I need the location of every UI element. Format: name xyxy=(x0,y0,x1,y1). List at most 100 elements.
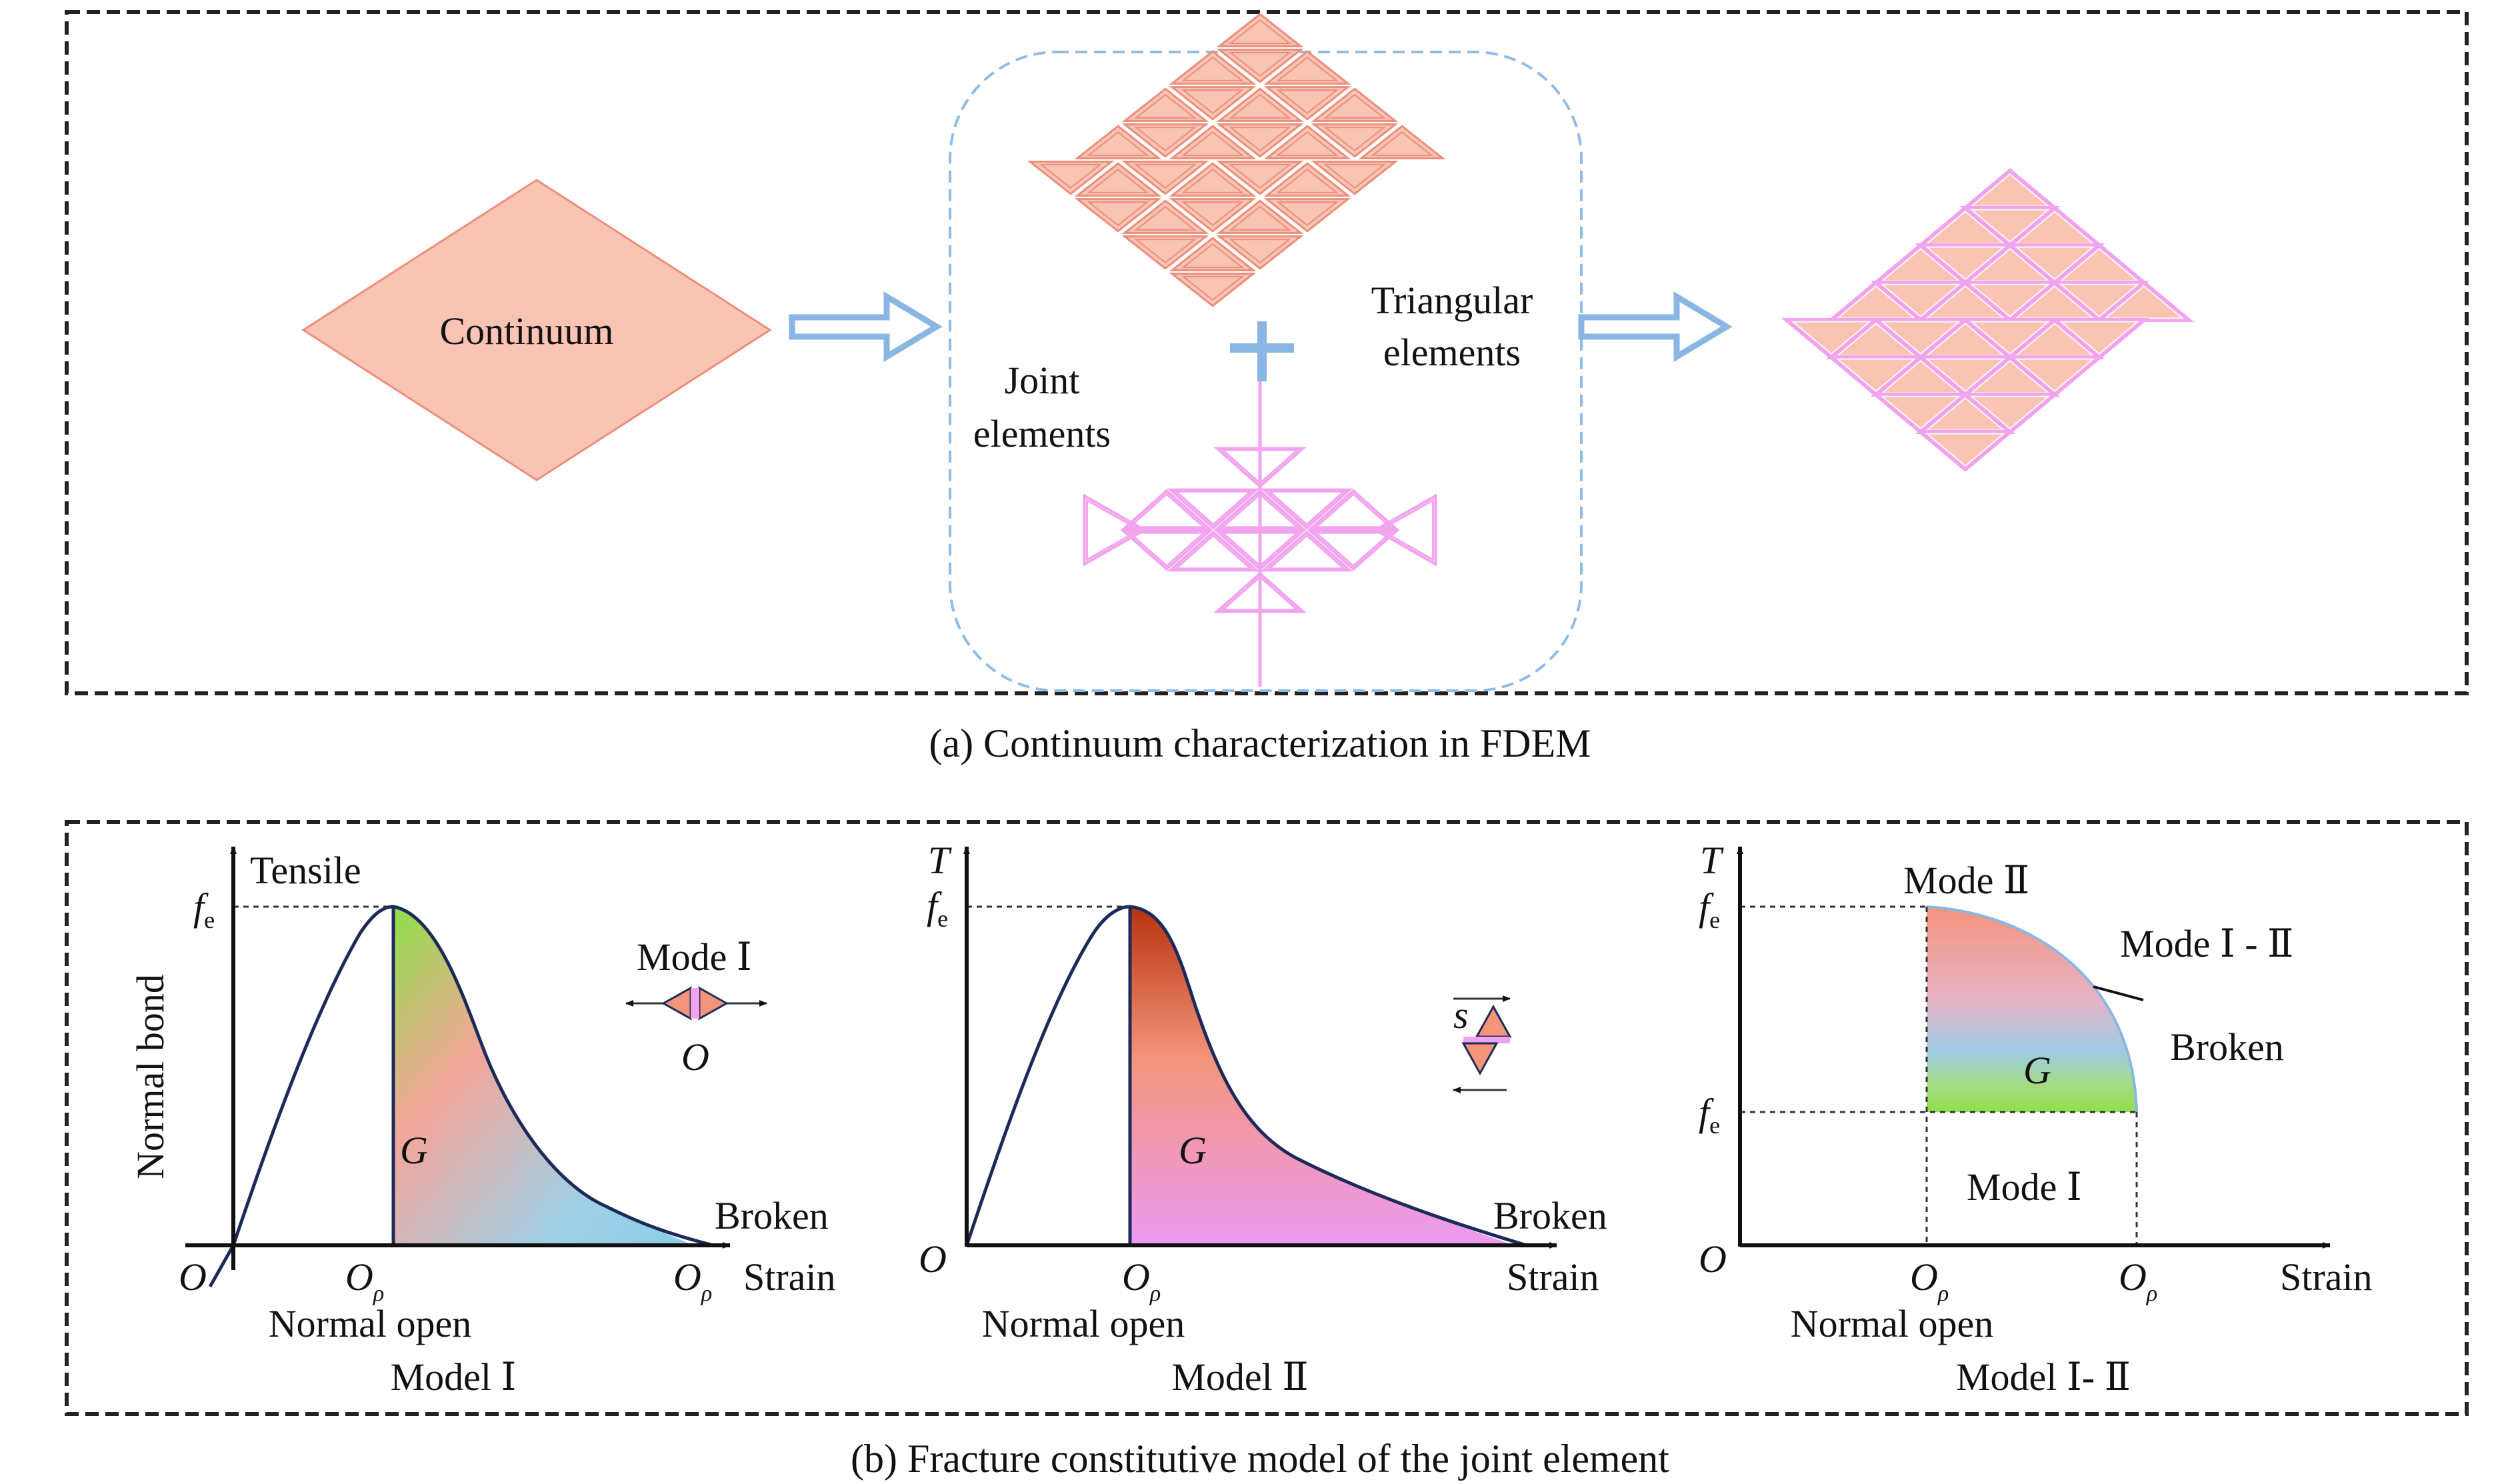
origin-label-1: O xyxy=(179,1255,207,1299)
joint-element-inner xyxy=(1127,493,1207,529)
op2-label-3: Oρ xyxy=(2119,1255,2157,1306)
joint-element xyxy=(1083,493,1147,567)
broken-label-3: Broken xyxy=(2170,1025,2284,1069)
joint-label-1: Joint xyxy=(1005,359,1080,402)
joint-element xyxy=(1120,529,1213,571)
plot-model-1: Tensile fe Normal bond O Oρ Oρ Strain Br… xyxy=(129,846,836,1399)
triangular-element-inner xyxy=(1181,131,1244,156)
combined-element xyxy=(1959,393,2061,435)
joint-element-inner xyxy=(1086,498,1141,562)
joint-element xyxy=(1120,489,1213,531)
combined-element-joint xyxy=(1969,395,2051,430)
op1-label-3: Oρ xyxy=(1910,1255,1949,1306)
stress-curve-2 xyxy=(965,905,1527,1247)
triangular-element-inner xyxy=(1276,168,1339,193)
triangular-element-inner xyxy=(1276,89,1339,115)
combined-element-joint xyxy=(2059,283,2140,318)
joint-element-inner xyxy=(1313,493,1393,529)
t-label-3: T xyxy=(1700,839,1724,882)
triangular-element-inner xyxy=(1181,276,1244,301)
plot-model-1-2: T fe fe O Oρ Oρ Strain Mode Ⅱ Mode Ⅰ - Ⅱ… xyxy=(1699,839,2373,1399)
triangular-element-inner xyxy=(1181,201,1244,227)
triangular-element-inner xyxy=(1371,131,1433,156)
triangular-element-inner xyxy=(1134,93,1197,119)
strain-label-3: Strain xyxy=(2280,1255,2373,1299)
op-label-2: Oρ xyxy=(1122,1255,1161,1306)
hollow-arrow-2 xyxy=(1578,291,1733,362)
combined-element-joint xyxy=(1880,395,1961,430)
g-label-2: G xyxy=(1179,1129,1207,1172)
combined-element-joint xyxy=(1880,321,1961,355)
origin-label-2: O xyxy=(919,1237,947,1281)
tensile-label: Tensile xyxy=(250,849,361,892)
hollow-arrow-1 xyxy=(789,291,943,362)
panel-b-frame xyxy=(65,820,2469,1416)
combined-element-joint xyxy=(1969,209,2051,243)
triangular-element-inner xyxy=(1229,164,1291,189)
joint-element xyxy=(1307,529,1400,571)
triangular-element-inner xyxy=(1229,19,1291,44)
mode-label-1: Mode Ⅰ xyxy=(637,935,752,979)
joint-element xyxy=(1260,488,1353,530)
fe-bottom-label: fe xyxy=(1699,1091,1720,1139)
fe-label-1: fe xyxy=(193,885,215,933)
combined-element xyxy=(1915,430,2016,472)
combined-element-joint xyxy=(1880,283,1961,318)
mode-1-2-leader xyxy=(2093,985,2144,1001)
op-label-1b: Oρ xyxy=(673,1255,712,1306)
triangular-element-inner xyxy=(1229,127,1291,152)
joint-label-2: elements xyxy=(973,412,1111,455)
broken-label-1: Broken xyxy=(715,1194,829,1237)
combined-element xyxy=(1959,168,2061,210)
panel-b-caption: (b) Fracture constitutive model of the j… xyxy=(851,1437,1669,1481)
triangular-element-inner xyxy=(1087,201,1149,227)
combined-element-joint xyxy=(2014,246,2095,281)
fe-top-label: fe xyxy=(1699,885,1720,933)
joint-element xyxy=(1167,488,1260,530)
normal-open-label-3: Normal open xyxy=(1791,1302,1993,1345)
plot-model-2: T fe O Oρ Strain Broken G s Normal open … xyxy=(919,839,1607,1399)
t-label-2: T xyxy=(928,839,952,882)
strain-label-1: Strain xyxy=(743,1255,836,1299)
fe-label-2: fe xyxy=(927,884,948,932)
triangular-element-inner xyxy=(1323,127,1386,152)
model-label-1: Model Ⅰ xyxy=(391,1355,517,1399)
triangular-element-inner xyxy=(1181,168,1244,193)
combined-element-joint xyxy=(1791,321,1872,355)
triangular-element-inner xyxy=(1229,239,1291,264)
op-label-1: Oρ xyxy=(345,1255,384,1306)
joint-element-inner xyxy=(1173,534,1253,570)
triangular-element-inner xyxy=(1229,205,1291,231)
mode-1-label: Mode Ⅰ xyxy=(1967,1165,2082,1209)
normal-open-label-2: Normal open xyxy=(982,1302,1185,1345)
joint-element-inner xyxy=(1379,498,1434,562)
mode-1-icon xyxy=(625,986,767,1021)
combined-element xyxy=(2004,355,2105,397)
combined-element-joint xyxy=(1925,358,2006,393)
triangular-element-inner xyxy=(1087,131,1149,156)
combined-element xyxy=(2049,318,2150,360)
mode-2-label: Mode Ⅱ xyxy=(1903,859,2029,902)
origin-label-3: O xyxy=(1699,1237,1727,1281)
triangular-element-inner xyxy=(1134,239,1197,264)
joint-element-inner xyxy=(1267,534,1347,570)
combined-element-joint xyxy=(1835,358,1917,393)
strain-label-2: Strain xyxy=(1507,1255,1599,1299)
normal-open-label-1: Normal open xyxy=(269,1302,471,1345)
model-label-2: Model Ⅱ xyxy=(1171,1355,1308,1399)
combined-element-joint xyxy=(1925,246,2006,281)
triangular-element-inner xyxy=(1276,56,1339,81)
panel-a-caption: (a) Continuum characterization in FDEM xyxy=(929,721,1591,765)
combined-element-joint xyxy=(2059,321,2140,355)
triangular-label-2: elements xyxy=(1383,331,1521,374)
panel-a-frame xyxy=(65,10,2469,695)
joint-element-inner xyxy=(1267,490,1347,526)
plus-horizontal xyxy=(1230,343,1294,353)
joint-element-inner xyxy=(1127,531,1207,567)
g-region-3 xyxy=(1927,907,2137,1112)
mode-1-icon-o: O xyxy=(681,1035,709,1079)
triangular-element-inner xyxy=(1229,52,1291,77)
joint-element-inner xyxy=(1173,490,1253,526)
combined-element-joint xyxy=(1969,321,2051,355)
